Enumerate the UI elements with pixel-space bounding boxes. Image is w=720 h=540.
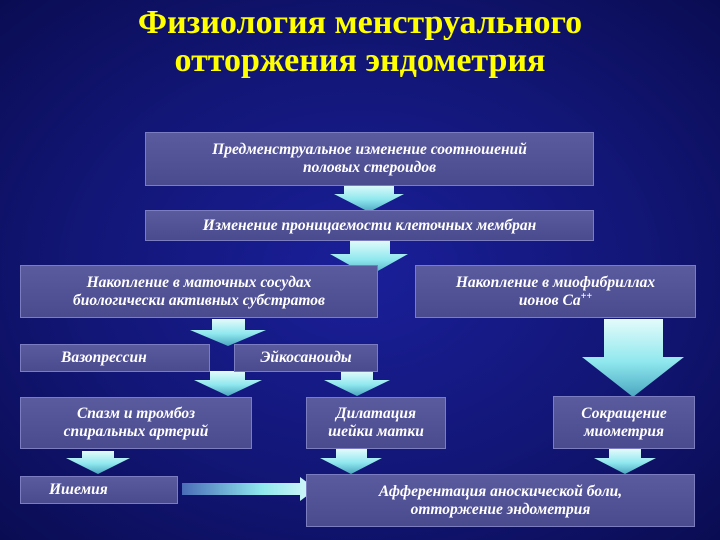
box-dilation-line-2: шейки матки xyxy=(328,423,424,440)
box-eicosanoids-label: Эйкосаноиды xyxy=(260,349,352,366)
box-permeability: Изменение проницаемости клеточных мембра… xyxy=(145,210,594,241)
box-ischemia-label: Ишемия xyxy=(49,481,108,498)
box-eicosanoids: Эйкосаноиды xyxy=(234,344,378,372)
title-line-1: Физиология менструального xyxy=(137,4,583,41)
box-dilation-line-1: Дилатация xyxy=(336,405,416,422)
arrow-vasopressin-to-spasm xyxy=(194,371,262,396)
box-ischemia: Ишемия xyxy=(20,476,178,504)
box-substrates-line-1: Накопление в маточных сосудах xyxy=(86,273,312,291)
box-premenstrual-line-1: Предменструальное изменение соотношений xyxy=(212,141,527,158)
box-calcium-line-2: ионов Са++ xyxy=(518,290,593,310)
arrow-contraction-to-afferentation xyxy=(594,449,656,474)
box-premenstrual: Предменструальное изменение соотношений … xyxy=(145,132,594,186)
arrow-permeability-to-accumulation xyxy=(330,240,408,276)
page-title: Физиология менструального отторжения энд… xyxy=(0,4,720,80)
box-vasopressin-label: Вазопрессин xyxy=(61,349,147,366)
arrow-ischemia-to-afferentation xyxy=(182,477,316,501)
box-spasm-line-1: Спазм и тромбоз xyxy=(76,405,196,422)
title-line-2: отторжения эндометрия xyxy=(174,42,546,79)
arrow-premenstrual-to-permeability xyxy=(334,184,404,212)
box-calcium-line-2-text: ионов Са xyxy=(518,291,581,309)
arrow-dilation-to-afferentation xyxy=(320,449,382,474)
box-accumulation-calcium: Накопление в миофибриллах ионов Са++ xyxy=(415,265,696,318)
box-afferentation: Афферентация аноскической боли, отторжен… xyxy=(306,474,695,527)
box-substrates-line-2: биологически активных субстратов xyxy=(73,291,325,309)
arrow-substrates-to-mediators xyxy=(190,319,266,346)
box-spasm-line-2: спиральных артерий xyxy=(63,423,209,440)
box-contraction-line-2: миометрия xyxy=(583,422,665,440)
box-premenstrual-line-2: половых стероидов xyxy=(302,159,437,176)
box-spasm: Спазм и тромбоз спиральных артерий xyxy=(20,397,252,449)
box-permeability-line-1: Изменение проницаемости клеточных мембра… xyxy=(202,216,537,234)
box-contraction: Сокращение миометрия xyxy=(553,396,695,449)
box-vasopressin: Вазопрессин xyxy=(20,344,210,372)
box-afferentation-line-1: Афферентация аноскической боли, xyxy=(378,482,623,500)
box-afferentation-line-2: отторжение эндометрия xyxy=(410,500,591,518)
arrow-eicosanoids-to-dilation xyxy=(324,371,390,396)
box-contraction-line-1: Сокращение xyxy=(581,404,667,422)
calcium-charge-superscript: ++ xyxy=(580,290,593,302)
arrow-spasm-to-ischemia xyxy=(66,451,130,474)
box-accumulation-substrates: Накопление в маточных сосудах биологичес… xyxy=(20,265,378,318)
box-calcium-line-1: Накопление в миофибриллах xyxy=(455,273,656,291)
box-dilation: Дилатация шейки матки xyxy=(306,397,446,449)
arrow-calcium-to-contraction xyxy=(582,319,684,397)
